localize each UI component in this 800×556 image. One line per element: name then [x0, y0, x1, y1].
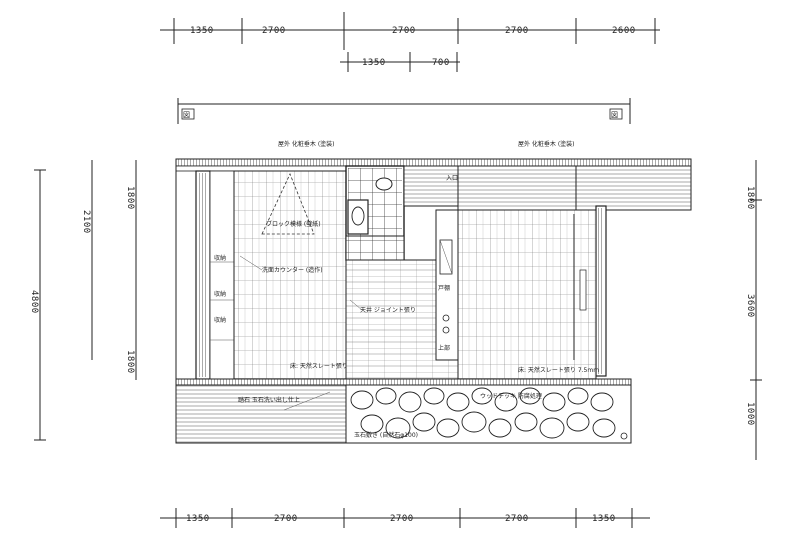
right-dimension-lines: 1800 3600 1000	[745, 160, 762, 460]
bottom-dim-5: 1350	[592, 514, 616, 524]
label-storage-b: 収納	[214, 290, 226, 298]
top-sub-dimension-line: 1350 700	[340, 52, 460, 72]
left-dimension-lines: 4800 2100 1800 1800	[29, 160, 137, 441]
top-dim-5: 2600	[612, 26, 636, 36]
note-bottom: 玉石敷き (自然石φ100)	[354, 431, 418, 439]
note-eave-right: 屋外 化粧垂木 (塗装)	[518, 140, 575, 148]
top-sub-dim-1: 1350	[362, 58, 386, 68]
bottom-dim-2: 2700	[274, 514, 298, 524]
bottom-dim-3: 2700	[390, 514, 414, 524]
label-storage-c: 収納	[214, 316, 226, 324]
top-dim-1: 1350	[190, 26, 214, 36]
label-entry: 入口	[446, 175, 458, 182]
right-dim-3: 1000	[745, 402, 755, 426]
note-fixture-mid: 洗面カウンター (造作)	[262, 266, 323, 274]
left-storage-column: 収納 収納 収納	[209, 170, 235, 380]
note-eave-left: 屋外 化粧垂木 (塗装)	[278, 140, 335, 148]
note-terrace-right: ウッドデッキ 防腐処理	[480, 392, 542, 400]
right-dim-1: 1800	[745, 186, 755, 210]
bottom-dimension-line: 1350 2700 2700 2700 1350	[160, 508, 650, 528]
top-dimension-line: 1350 2700 2700 2700 2600	[160, 12, 660, 50]
top-dim-2: 2700	[262, 26, 286, 36]
note-terrace-left: 踏石 玉石洗い出し仕上	[238, 396, 300, 404]
terrace-left: 踏石 玉石洗い出し仕上	[175, 384, 347, 444]
note-floor-right: 床: 天然スレート張り 7.5mm	[518, 366, 599, 374]
bottom-dim-4: 2700	[505, 514, 529, 524]
note-center: 天井 ジョイント張り	[360, 306, 416, 314]
terrace-stones: ウッドデッキ 防腐処理 玉石敷き (自然石φ100)	[345, 384, 632, 444]
right-tiled-room: 床: 天然スレート張り 7.5mm	[457, 165, 599, 380]
roof-eave-band	[175, 158, 692, 211]
left-dim-3: 1800	[125, 186, 135, 210]
label-upper: 上部	[438, 344, 450, 352]
label-cupboard: 戸棚	[438, 284, 450, 292]
left-dim-4: 1800	[125, 350, 135, 374]
bathroom-module	[345, 165, 405, 261]
label-storage-a: 収納	[214, 254, 226, 262]
note-floor-left: 床: 天然スレート張り	[290, 362, 348, 370]
cabinet-column: 戸棚 上部	[435, 209, 459, 361]
left-dim-total: 4800	[29, 290, 39, 314]
note-fixture-top: ブロック模様 (壁紙)	[266, 220, 321, 228]
section-line: 図 図	[177, 98, 631, 124]
center-stair: 入口	[403, 165, 459, 207]
section-mark-left: 図	[183, 111, 190, 119]
top-dim-4: 2700	[505, 26, 529, 36]
top-sub-dim-2: 700	[432, 58, 450, 68]
top-dim-3: 2700	[392, 26, 416, 36]
left-tiled-room: ブロック模様 (壁紙) 洗面カウンター (造作) 床: 天然スレート張り	[233, 170, 348, 380]
section-mark-right: 図	[611, 111, 618, 119]
bottom-dim-1: 1350	[186, 514, 210, 524]
right-dim-2: 3600	[745, 294, 755, 318]
left-dim-2: 2100	[81, 210, 91, 234]
